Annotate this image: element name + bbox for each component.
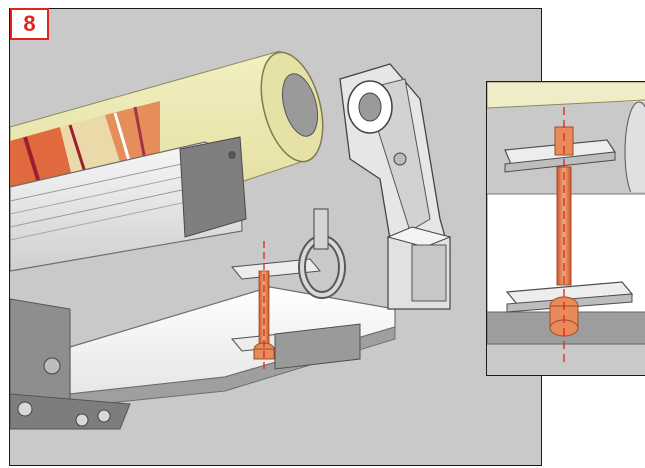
- wall-bracket: [298, 63, 452, 310]
- detail-inset: [486, 81, 645, 376]
- cassette-profile: [10, 136, 247, 272]
- support-beam: [10, 286, 396, 430]
- step-number-badge: 8: [10, 8, 49, 40]
- main-illustration: [9, 8, 542, 466]
- bolt-detail-drawing: [487, 82, 645, 375]
- awning-assembly-drawing: [10, 50, 452, 430]
- mounting-clamp: [231, 241, 361, 371]
